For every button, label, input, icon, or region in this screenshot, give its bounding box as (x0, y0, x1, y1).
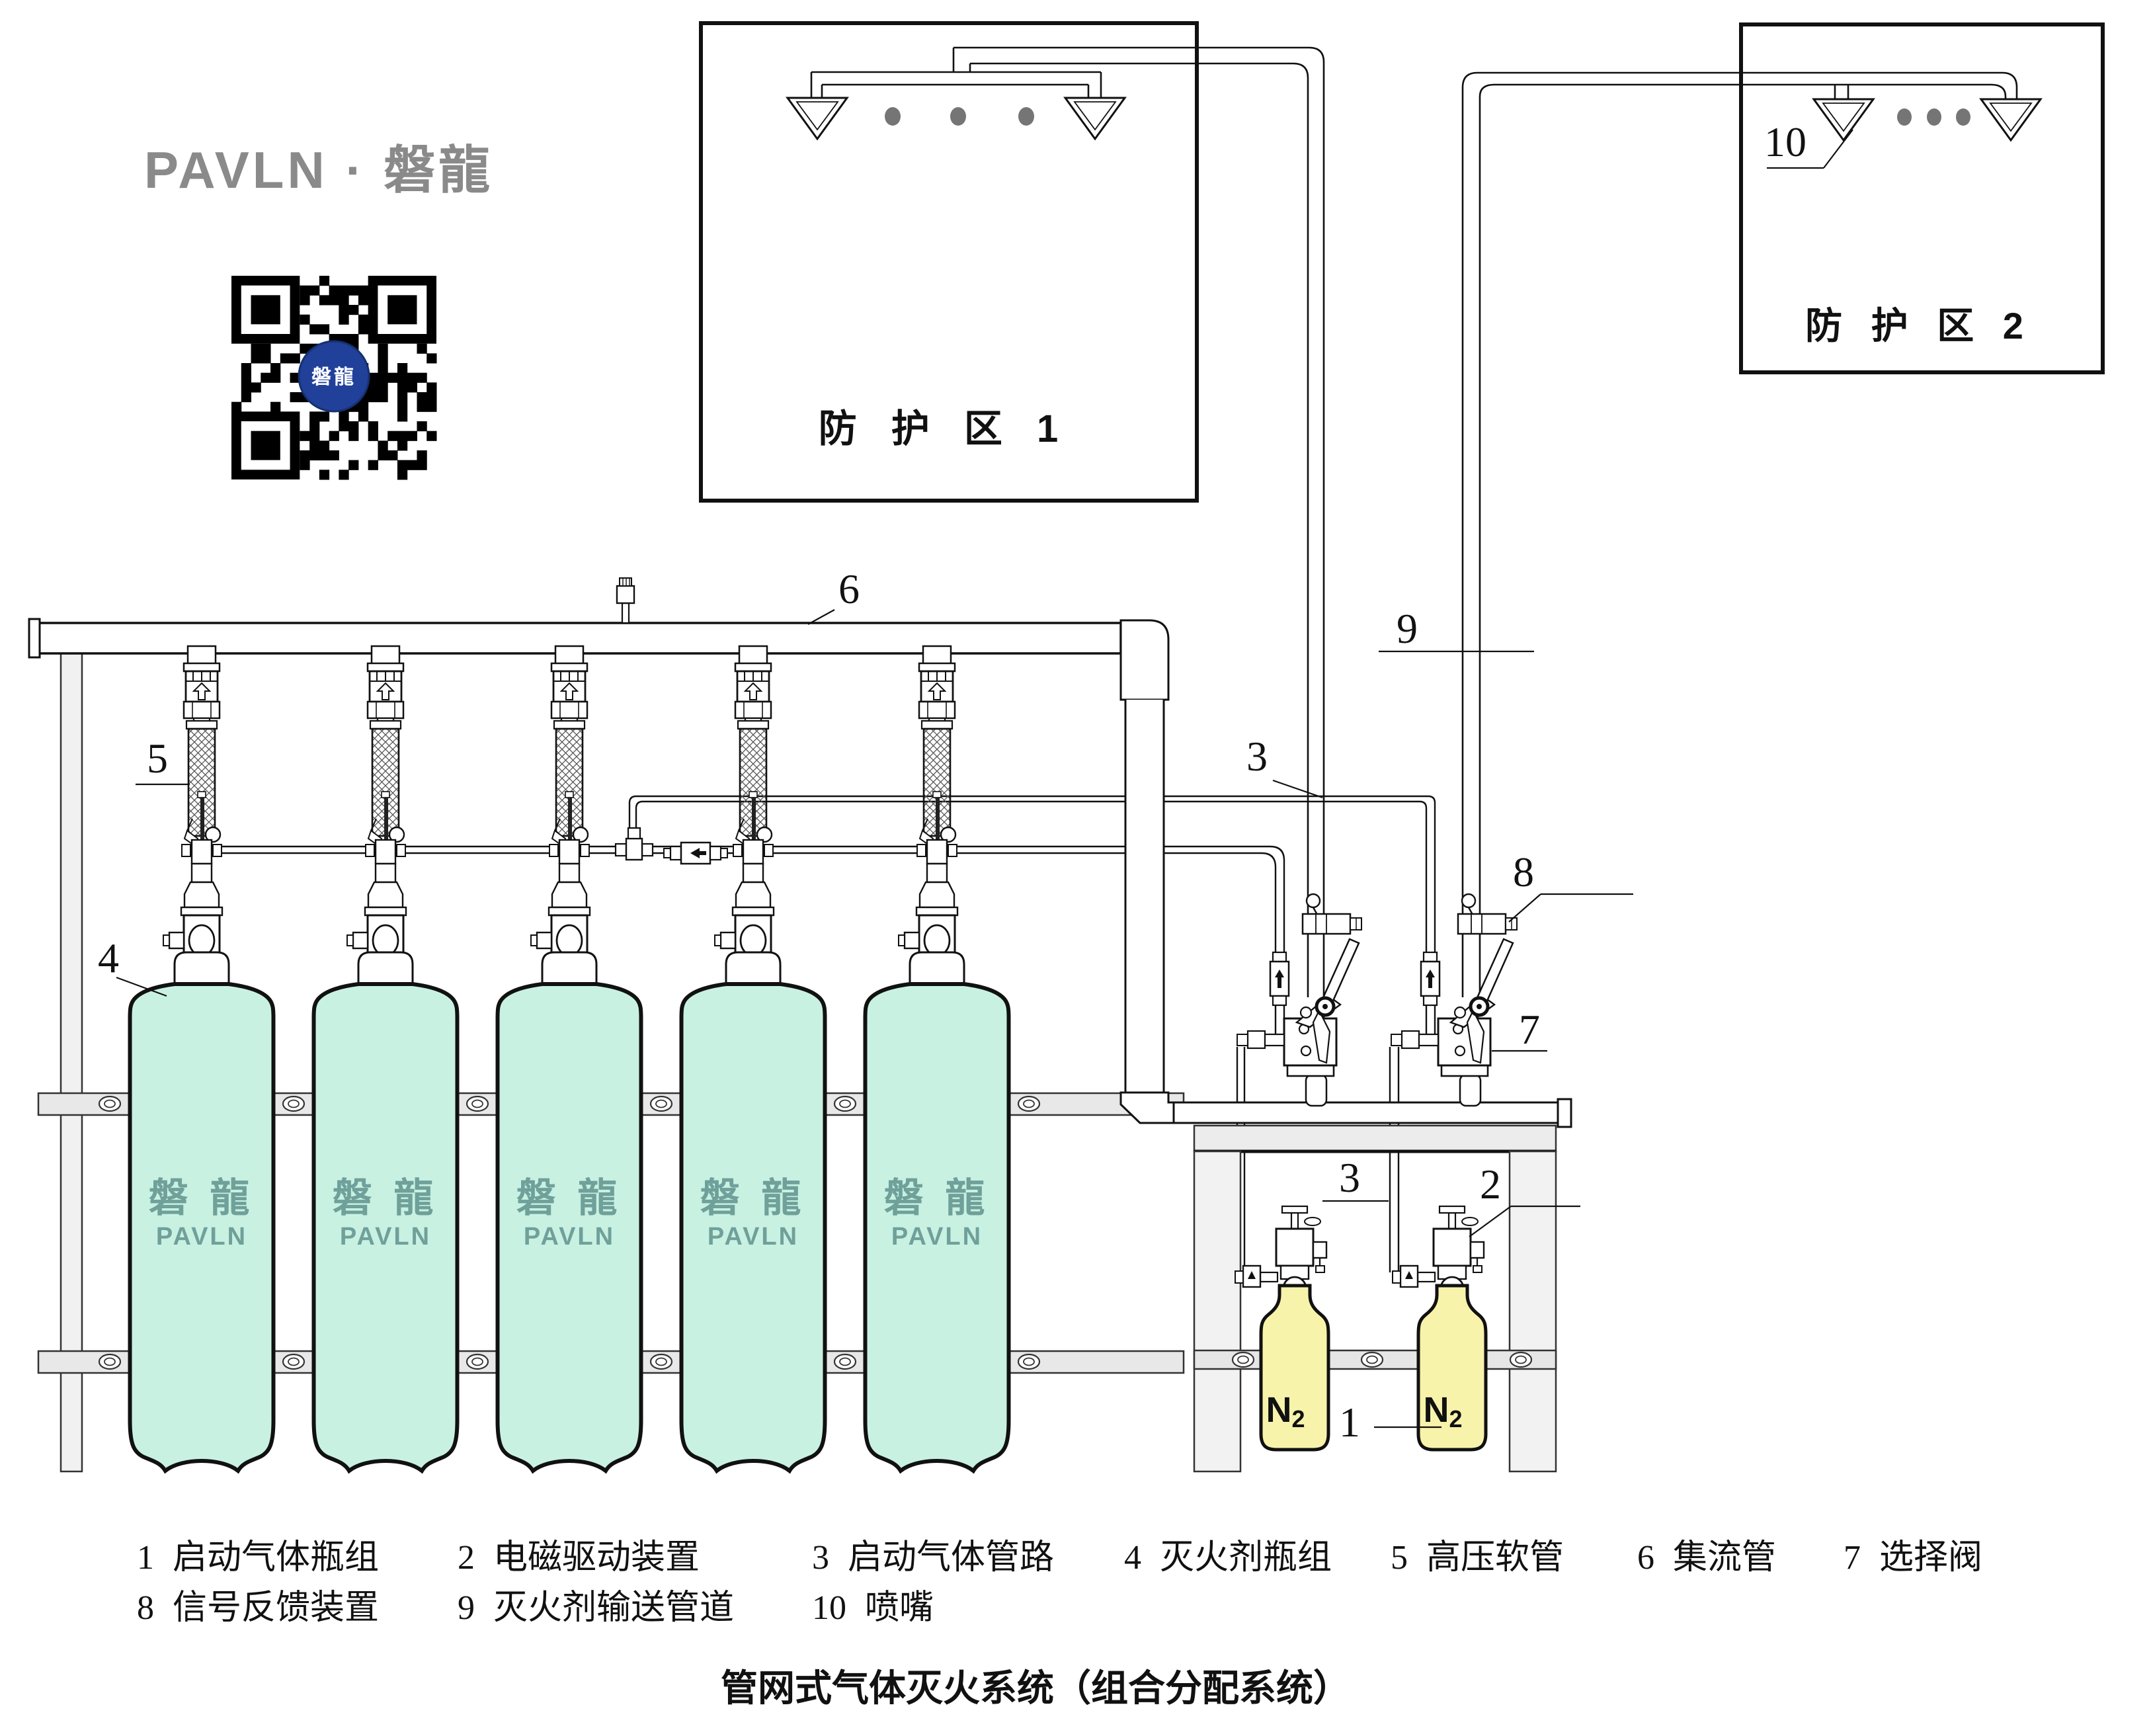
pilot-branch-tee (614, 827, 654, 861)
protection-zone-2: 防 护 区 2 (1739, 22, 2105, 374)
callout-7: 7 (1519, 1006, 1540, 1053)
selector-manifold-bar (1172, 1101, 1559, 1124)
callout-6: 6 (838, 565, 860, 612)
qr-center-text: 磐龍 (311, 366, 356, 388)
callout-8: 8 (1513, 848, 1534, 895)
callout-4: 4 (98, 934, 119, 981)
diagram-title: 管网式气体灭火系统（组合分配系统） (721, 1667, 1350, 1709)
callout-2: 2 (1480, 1161, 1501, 1208)
selector-manifold-endcap (1557, 1098, 1572, 1128)
n2-unit-left (1235, 1206, 1328, 1450)
safety-valve-icon (616, 577, 635, 624)
pilot-line-check-valve (663, 841, 728, 865)
callout-5: 5 (147, 735, 168, 782)
callout-9: 9 (1397, 605, 1418, 652)
pilot-check-left (1269, 951, 1290, 1007)
protection-zone-1: 防 护 区 1 (699, 21, 1199, 503)
callout-10: 10 (1764, 118, 1806, 165)
callout-3: 3 (1246, 733, 1268, 780)
brand-logo: PAVLN · 磐龍 (144, 141, 493, 199)
rack-post-left (60, 652, 83, 1473)
callout-leaders (116, 129, 1853, 1428)
n2-unit-right (1393, 1206, 1486, 1450)
zone2-title: 防 护 区 2 (1805, 305, 2033, 347)
pilot-check-right (1420, 951, 1441, 1007)
zone1-title: 防 护 区 1 (819, 407, 1071, 450)
cylinder-unit-3 (498, 646, 641, 1471)
callout-1: 1 (1339, 1399, 1360, 1446)
qr-code: 磐龍 (231, 276, 437, 480)
callout-3b: 3 (1339, 1154, 1360, 1201)
callouts: 5 4 6 9 3 3 2 1 7 8 10 (98, 118, 1853, 1446)
agent-discharge-piping (810, 46, 2018, 997)
selector-valve-zone1 (1237, 939, 1359, 1106)
qr-center-badge (298, 340, 370, 413)
cylinder-unit-5 (866, 646, 1009, 1471)
cylinder-unit-4 (682, 646, 825, 1471)
nozzle-continuation-dots (885, 107, 1970, 126)
feedback-device-right (1457, 893, 1518, 935)
cylinder-unit-2 (314, 646, 458, 1471)
feedback-device-left (1301, 893, 1363, 935)
manifold-feed-pipe (1119, 700, 1175, 1124)
selector-valve-zone2 (1391, 939, 1513, 1106)
left-arrow-icon (690, 848, 706, 858)
n2-stand (1193, 1124, 1557, 1473)
